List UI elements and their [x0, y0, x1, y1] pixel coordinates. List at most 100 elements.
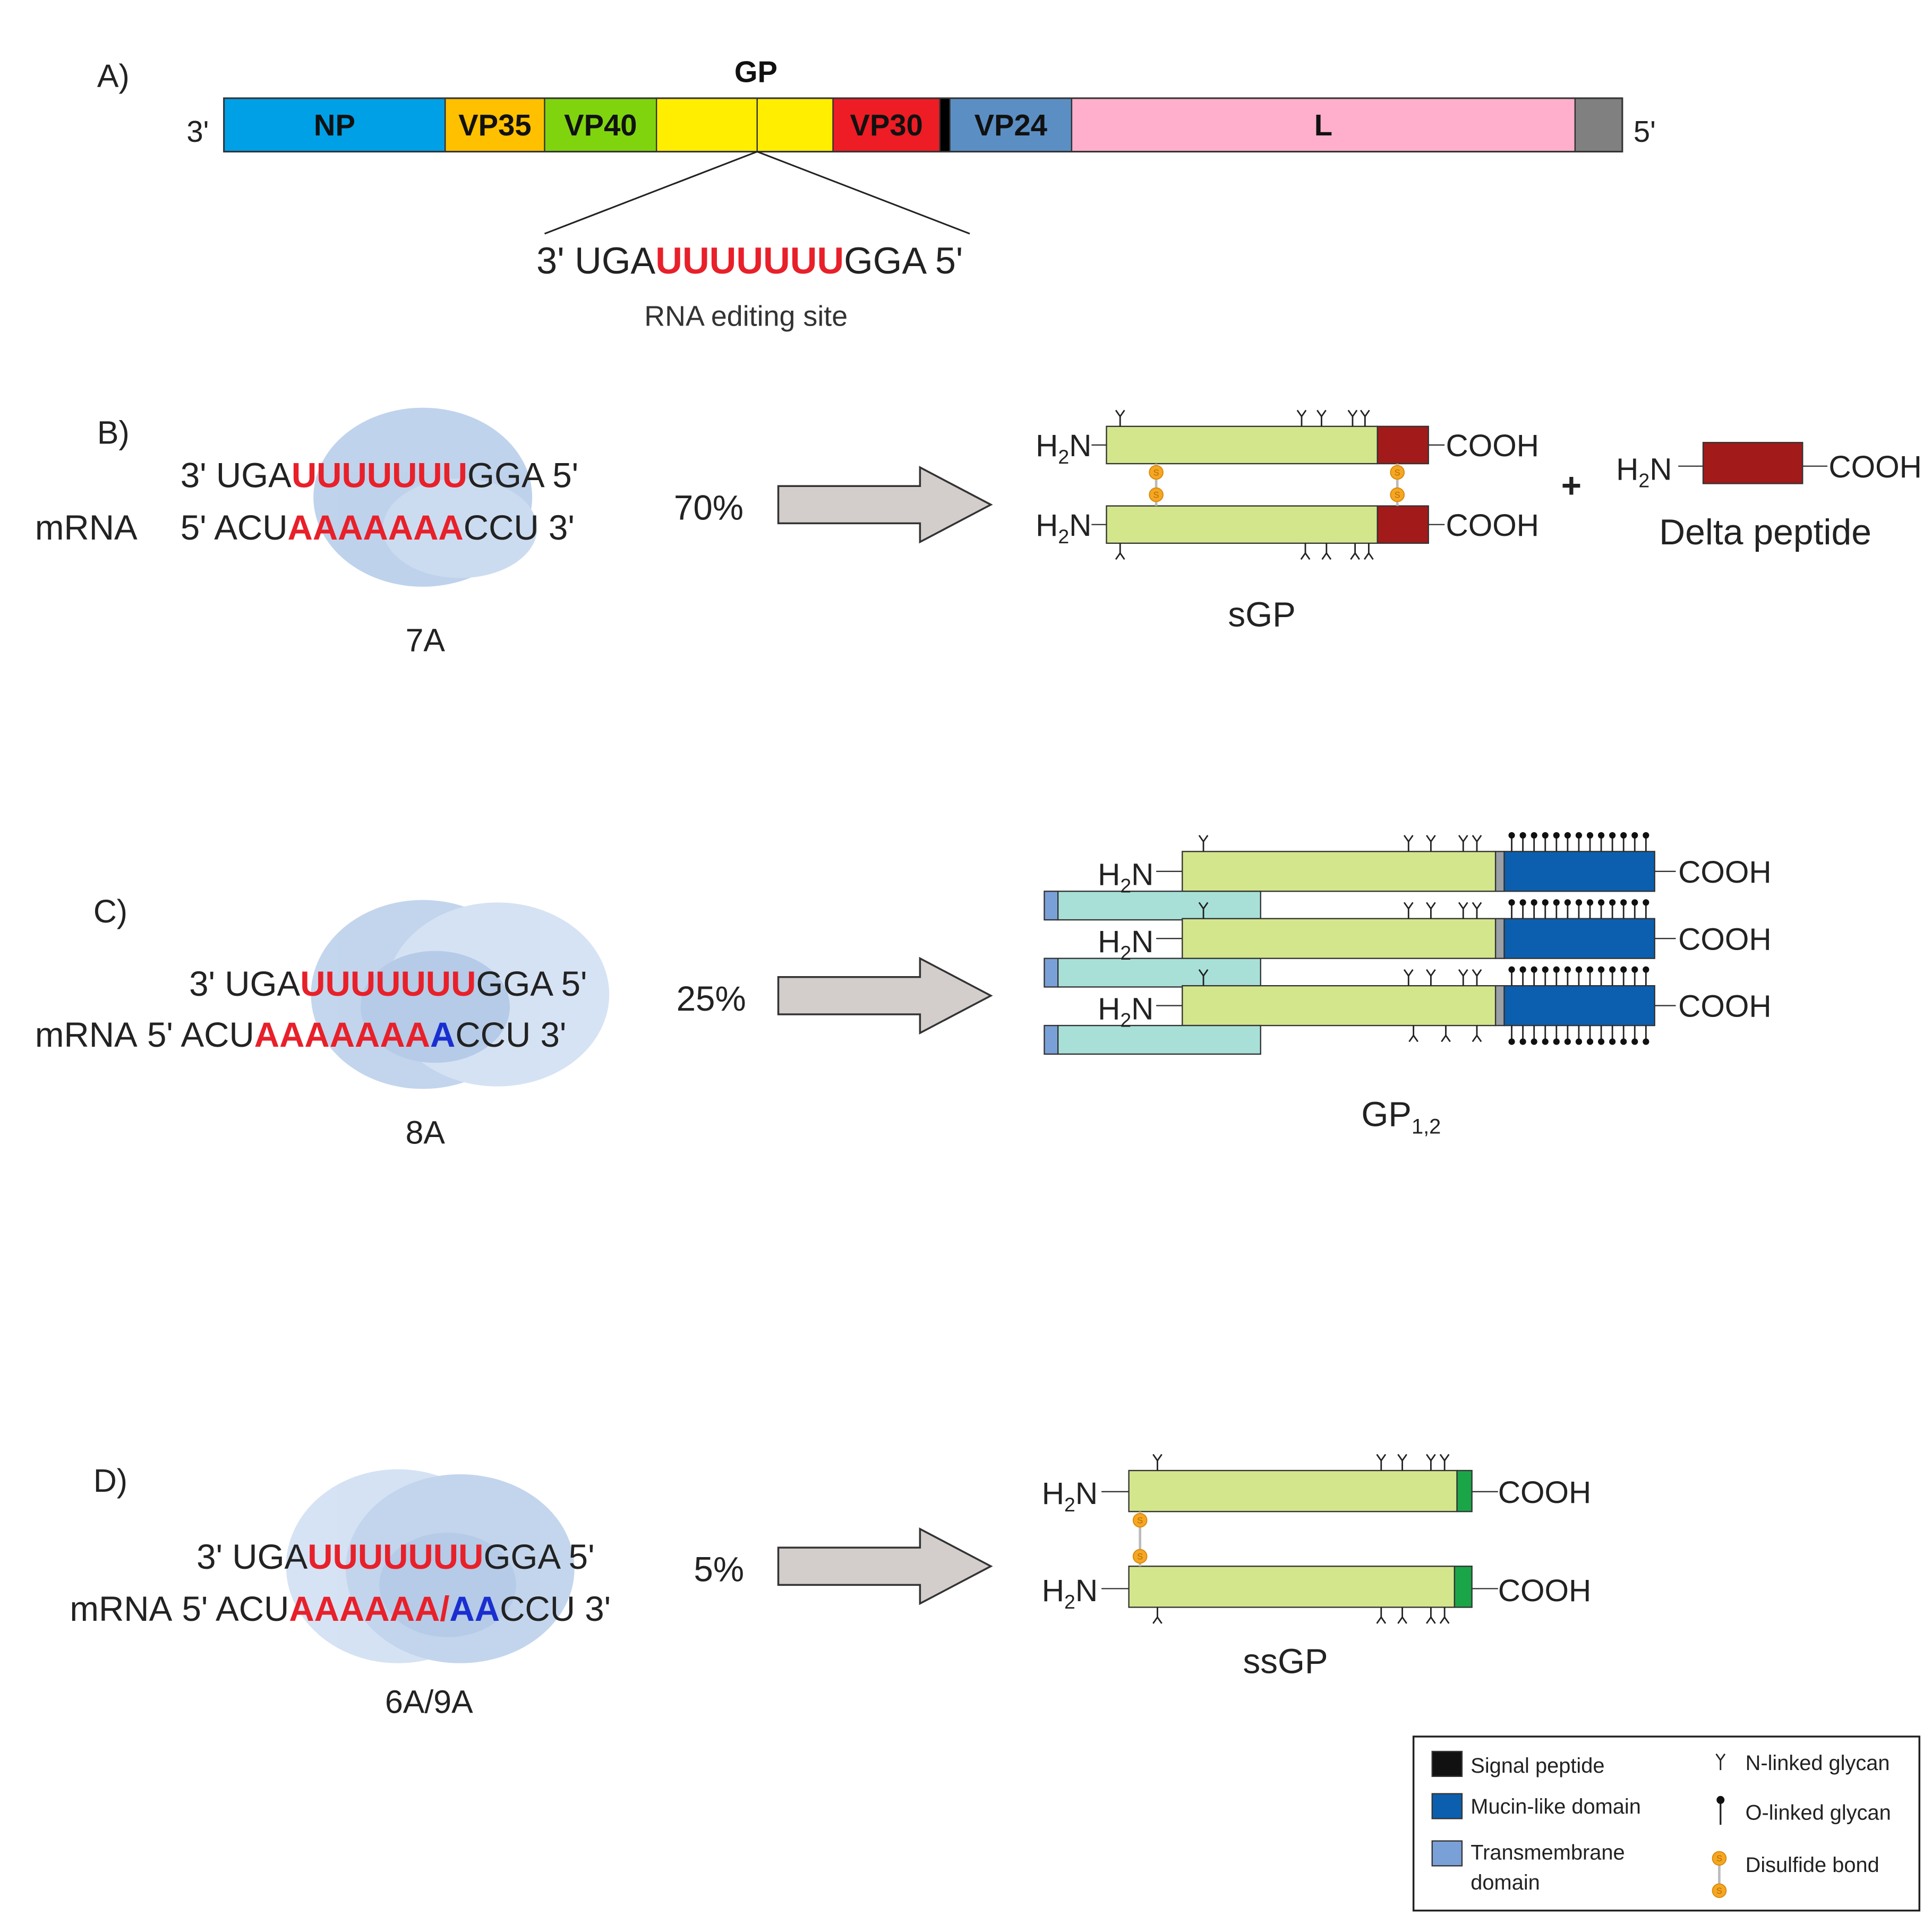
plus-sign: +: [1561, 466, 1581, 505]
sgp-c-term-2: COOH: [1446, 508, 1539, 543]
genome-3-end: 3': [186, 115, 209, 148]
gp12-c-term-3: COOH: [1678, 989, 1772, 1024]
ssgp-c-term-1: COOH: [1498, 1475, 1592, 1510]
o-glycan-icon: [1586, 898, 1594, 920]
delta-n-term: H2N: [1616, 452, 1672, 491]
o-glycan-icon: [1619, 965, 1628, 987]
o-glycan-icon: [1552, 965, 1561, 987]
ssgp-dimer: [1101, 1454, 1498, 1625]
mrna-d-line1: 3' UGAUUUUUUUGGA 5': [196, 1537, 594, 1576]
gene-segment-blank-6: [939, 97, 951, 152]
n-glycan-icon: [1403, 969, 1414, 987]
ssgp-n-term-2: H2N: [1042, 1574, 1098, 1613]
mucin-domain: [1503, 918, 1655, 959]
n-glycan-icon: [1425, 901, 1437, 920]
n-glycan-icon: [1472, 969, 1482, 987]
gene-segment-l: [1071, 97, 1576, 152]
editing-site-caption: RNA editing site: [644, 300, 848, 332]
n-glycan-icon: [1472, 1024, 1482, 1042]
o-glycan-icon: [1541, 965, 1550, 987]
mucin-domain: [1503, 985, 1655, 1027]
o-glycan-icon: [1541, 898, 1550, 920]
o-glycan-icon: [1508, 965, 1516, 987]
legend-signal-swatch: [1431, 1750, 1463, 1777]
gp12-c-term-1: COOH: [1678, 855, 1772, 890]
delta-c-term: COOH: [1828, 450, 1922, 484]
gp12-label: GP1,2: [1361, 1095, 1441, 1139]
o-glycan-icon: [1642, 1024, 1650, 1046]
n-glycan-icon: [1472, 901, 1482, 920]
legend: Signal peptide Mucin-like domain Transme…: [1412, 1736, 1921, 1912]
gp12-trimer: [1044, 831, 1676, 1055]
genome-outline: [223, 97, 1623, 153]
gp12-c-term-2: COOH: [1678, 922, 1772, 956]
o-glycan-icon: [1563, 965, 1572, 987]
n-glycan-icon: [1458, 901, 1468, 920]
sgp-c-term-1: COOH: [1446, 429, 1539, 463]
n-glycan-icon: [1425, 969, 1437, 987]
o-glycan-icon: [1597, 1024, 1605, 1046]
panel-b-label: B): [97, 415, 130, 451]
transmembrane-domain: [1044, 891, 1059, 921]
o-glycan-icon: [1563, 1024, 1572, 1046]
o-glycan-icon: [1630, 1024, 1639, 1046]
o-glycan-icon: [1530, 898, 1538, 920]
mrna-c-line2: mRNA 5' ACUAAAAAAAACCU 3': [35, 1015, 567, 1054]
editing-site-sequence: 3' UGAUUUUUUUGGA 5': [536, 240, 963, 281]
delta-peptide-bar: [1702, 442, 1803, 484]
n-glycan-icon: [1440, 1024, 1451, 1042]
gp1-body: [1182, 851, 1497, 892]
percent-b: 70%: [674, 488, 743, 527]
sgp-dimer: [1091, 409, 1445, 560]
legend-mucin-label: Mucin-like domain: [1471, 1795, 1641, 1818]
o-glycan-icon: [1530, 965, 1538, 987]
n-glycan-icon: [1403, 901, 1414, 920]
legend-n-glycan-label: N-linked glycan: [1746, 1751, 1890, 1775]
mrna-c-line1: 3' UGAUUUUUUUGGA 5': [189, 964, 587, 1003]
gene-label-vp30: VP30: [850, 108, 923, 142]
gp12-n-term-2: H2N: [1098, 925, 1153, 964]
n-glycan-icon: [1425, 834, 1437, 852]
o-glycan-icon: [1716, 1796, 1725, 1825]
o-glycan-icon: [1519, 1024, 1527, 1046]
panel-a-label: A): [97, 58, 130, 94]
mucin-domain: [1503, 851, 1655, 892]
o-glycan-icon: [1541, 1024, 1550, 1046]
mrna-d-line2: mRNA 5' ACUAAAAAA/AACCU 3': [70, 1589, 611, 1628]
legend-tm-label-2: domain: [1471, 1871, 1540, 1894]
o-glycan-icon: [1630, 831, 1639, 852]
ssgp-c-term-2: COOH: [1498, 1574, 1592, 1608]
gp1-body: [1182, 985, 1497, 1027]
o-glycan-icon: [1586, 1024, 1594, 1046]
variant-c-label: 8A: [406, 1114, 446, 1150]
ribosome-b: [313, 407, 537, 587]
o-glycan-icon: [1541, 831, 1550, 852]
n-glycan-icon: [1458, 834, 1468, 852]
gene-label-vp40: VP40: [564, 108, 637, 142]
n-glycan-icon: [1472, 834, 1482, 852]
gene-label-np: NP: [314, 108, 355, 142]
o-glycan-icon: [1508, 1024, 1516, 1046]
legend-mucin-swatch: [1431, 1793, 1463, 1819]
o-glycan-icon: [1608, 831, 1617, 852]
legend-tm-label-1: Transmembrane: [1471, 1841, 1625, 1865]
variant-b-label: 7A: [406, 622, 446, 659]
editing-site-pointer-right: [757, 151, 970, 235]
legend-disulfide-label: Disulfide bond: [1746, 1853, 1879, 1877]
genome-5-end: 5': [1634, 115, 1656, 148]
o-glycan-icon: [1530, 831, 1538, 852]
o-glycan-icon: [1630, 898, 1639, 920]
gene-label-vp35: VP35: [458, 108, 531, 142]
gp12-n-term-1: H2N: [1098, 858, 1153, 897]
o-glycan-icon: [1563, 898, 1572, 920]
furin-site: [1494, 918, 1505, 959]
arrow-d: [777, 1527, 993, 1605]
sgp-n-term-1: H2N: [1036, 429, 1091, 468]
gene-segment-blank-4: [756, 97, 834, 152]
ssgp-n-term-1: H2N: [1042, 1476, 1098, 1516]
n-glycan-icon: [1198, 834, 1209, 852]
gene-segment-np: [223, 97, 446, 152]
sgp-label: sGP: [1228, 595, 1295, 634]
